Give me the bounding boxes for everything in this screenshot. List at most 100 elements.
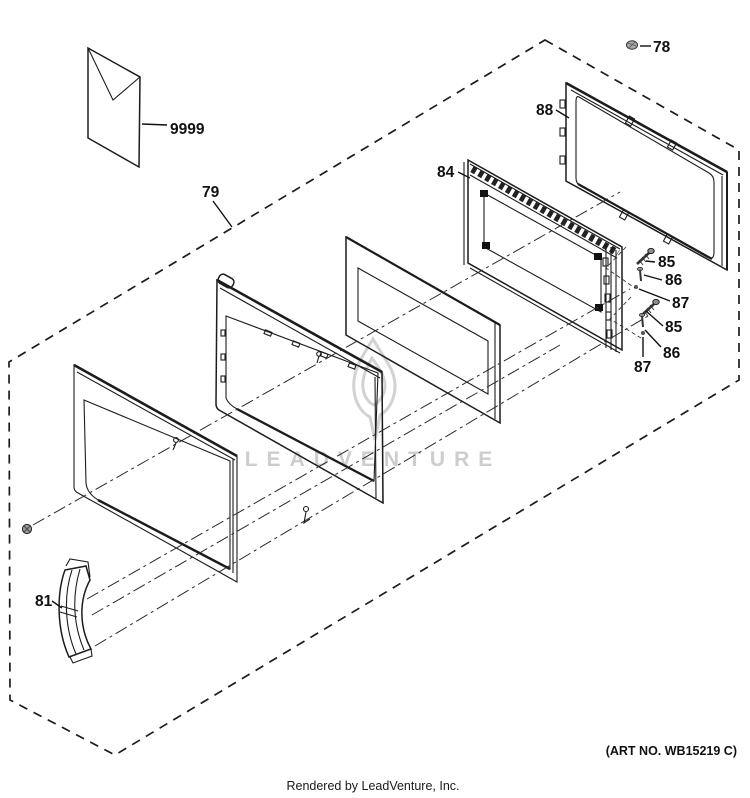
hinge-slot xyxy=(602,257,609,267)
leader-9999 xyxy=(141,123,168,126)
outer-panel-top-inner xyxy=(76,371,236,461)
callout-87a[interactable]: 87 xyxy=(672,295,689,312)
choke-band-top xyxy=(469,163,621,250)
frame-tab xyxy=(559,155,566,165)
part-81-handle xyxy=(58,558,93,664)
handle-top-block xyxy=(65,558,91,578)
screw-hole-tail xyxy=(316,355,320,364)
liner-notch xyxy=(347,362,357,370)
pin-86a-icon xyxy=(637,266,644,282)
footer-credit-text: Rendered by LeadVenture, Inc. xyxy=(286,779,459,793)
screw-85a-icon xyxy=(636,247,655,266)
liner-recess-bottom xyxy=(236,407,375,483)
liner-top-inner xyxy=(219,287,381,379)
latch-hole xyxy=(217,273,235,289)
leader-81 xyxy=(51,600,63,609)
liner-notch xyxy=(263,329,273,337)
choke-zigzag-pattern xyxy=(470,165,620,257)
screw-hole-mark xyxy=(173,437,179,443)
liner-tab xyxy=(220,375,226,383)
envelope-9999 xyxy=(87,46,141,169)
part-inner-glass-panel xyxy=(345,235,501,425)
hinge-slot xyxy=(606,329,613,339)
frame-88-window-bottom xyxy=(577,183,713,260)
washer-87b-icon xyxy=(641,331,645,335)
liner-notch xyxy=(319,351,329,359)
leader-84 xyxy=(457,171,471,179)
mount-square xyxy=(482,242,490,249)
watermark-text: LEADVENTURE xyxy=(245,448,502,471)
frame-tab xyxy=(559,127,566,137)
callout-86b[interactable]: 86 xyxy=(663,345,681,362)
screw-85b-icon xyxy=(641,298,660,317)
callout-84[interactable]: 84 xyxy=(437,164,455,181)
liner-outline xyxy=(215,278,384,505)
frame-tick xyxy=(666,139,678,151)
mount-square xyxy=(594,253,602,260)
handle-seam xyxy=(59,605,79,618)
axis-line xyxy=(91,344,561,616)
callout-9999[interactable]: 9999 xyxy=(170,121,205,138)
callout-85a[interactable]: 85 xyxy=(658,254,676,271)
envelope-flap xyxy=(87,47,141,101)
axis-line xyxy=(94,315,649,647)
leader-79 xyxy=(212,200,233,228)
panel-84-window xyxy=(483,192,602,313)
panel-84-bottom-depth xyxy=(469,267,621,354)
handle-top-cap xyxy=(64,565,87,571)
washer-87a-icon xyxy=(634,285,638,289)
frame-tick xyxy=(618,209,630,221)
frame-tick xyxy=(662,233,674,245)
leader-87a xyxy=(638,288,671,302)
leader-88 xyxy=(555,109,570,119)
outer-panel-outline xyxy=(73,364,238,583)
screw-78-icon xyxy=(626,40,638,50)
frame-tab xyxy=(559,99,566,109)
hinge-slot xyxy=(605,311,612,321)
explosion-axis-lines xyxy=(32,191,649,647)
leader-85a xyxy=(645,260,656,263)
liner-tab xyxy=(220,353,226,361)
leader-85b xyxy=(645,310,664,327)
liner-tab xyxy=(220,329,226,337)
dashed-boundary xyxy=(8,39,740,756)
axis-line xyxy=(86,288,631,600)
mount-square xyxy=(480,190,488,197)
callout-79[interactable]: 79 xyxy=(202,184,220,201)
art-no-text: (ART NO. WB15219 C) xyxy=(606,744,737,758)
callout-78[interactable]: 78 xyxy=(653,39,671,56)
liner-notch xyxy=(291,340,301,348)
callouts: 9999 79 78 88 84 85 86 87 85 86 87 81 xyxy=(35,39,689,610)
panel-84-outline xyxy=(467,158,623,352)
fasteners xyxy=(21,40,660,535)
callout-86a[interactable]: 86 xyxy=(665,272,683,289)
callout-81[interactable]: 81 xyxy=(35,593,53,610)
clip-icon xyxy=(302,505,311,525)
callout-87b[interactable]: 87 xyxy=(634,359,651,376)
pin-86b-icon xyxy=(639,312,646,328)
callout-85b[interactable]: 85 xyxy=(665,319,683,336)
part-84-choke-panel xyxy=(463,158,623,354)
part-outer-door-panel xyxy=(73,363,238,583)
part-88-door-frame xyxy=(559,81,728,272)
axis-line xyxy=(32,191,621,526)
handle-bottom-block xyxy=(69,648,93,664)
frame-tick xyxy=(624,115,636,127)
handle-ridge xyxy=(65,569,77,655)
hinge-slot xyxy=(604,293,611,303)
part-door-liner-panel xyxy=(215,273,384,505)
outer-panel-top-edge xyxy=(73,363,238,458)
mount-square xyxy=(595,304,603,311)
choke-band-bottom xyxy=(469,174,618,259)
hinge-slot xyxy=(603,275,610,285)
leader-86b xyxy=(644,329,662,348)
screw-left-icon xyxy=(21,523,33,535)
outer-panel-window-bottom xyxy=(97,498,231,571)
callout-88[interactable]: 88 xyxy=(536,102,554,119)
frame-88-top-edge xyxy=(565,81,728,174)
glass-panel-window xyxy=(357,267,489,395)
fastener-guide-lines xyxy=(605,246,642,339)
liner-right-depth xyxy=(374,371,384,504)
watermark-flame-inner xyxy=(361,355,387,407)
